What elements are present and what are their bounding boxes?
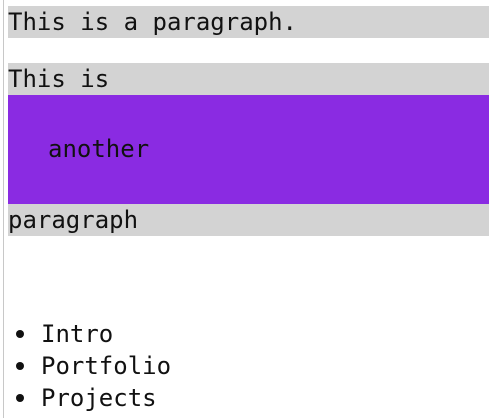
left-border-line: [3, 0, 4, 418]
list-item-projects[interactable]: Projects: [0, 382, 171, 414]
list-item-intro[interactable]: Intro: [0, 318, 171, 350]
bullet-icon: [16, 394, 24, 402]
bullet-icon: [16, 330, 24, 338]
paragraph-two-last-line: paragraph: [8, 204, 489, 236]
list-item-label: Intro: [41, 320, 114, 348]
paragraph-two-first-line: This is: [8, 63, 489, 95]
list-item-portfolio[interactable]: Portfolio: [0, 350, 171, 382]
bullet-icon: [16, 362, 24, 370]
paragraph-one: This is a paragraph.: [8, 6, 489, 38]
highlighted-span-block: another: [8, 95, 489, 204]
highlighted-span-text: another: [48, 135, 150, 163]
list-item-label: Portfolio: [41, 352, 172, 380]
list-item-label: Projects: [41, 384, 157, 412]
nav-list: Intro Portfolio Projects: [0, 318, 171, 414]
